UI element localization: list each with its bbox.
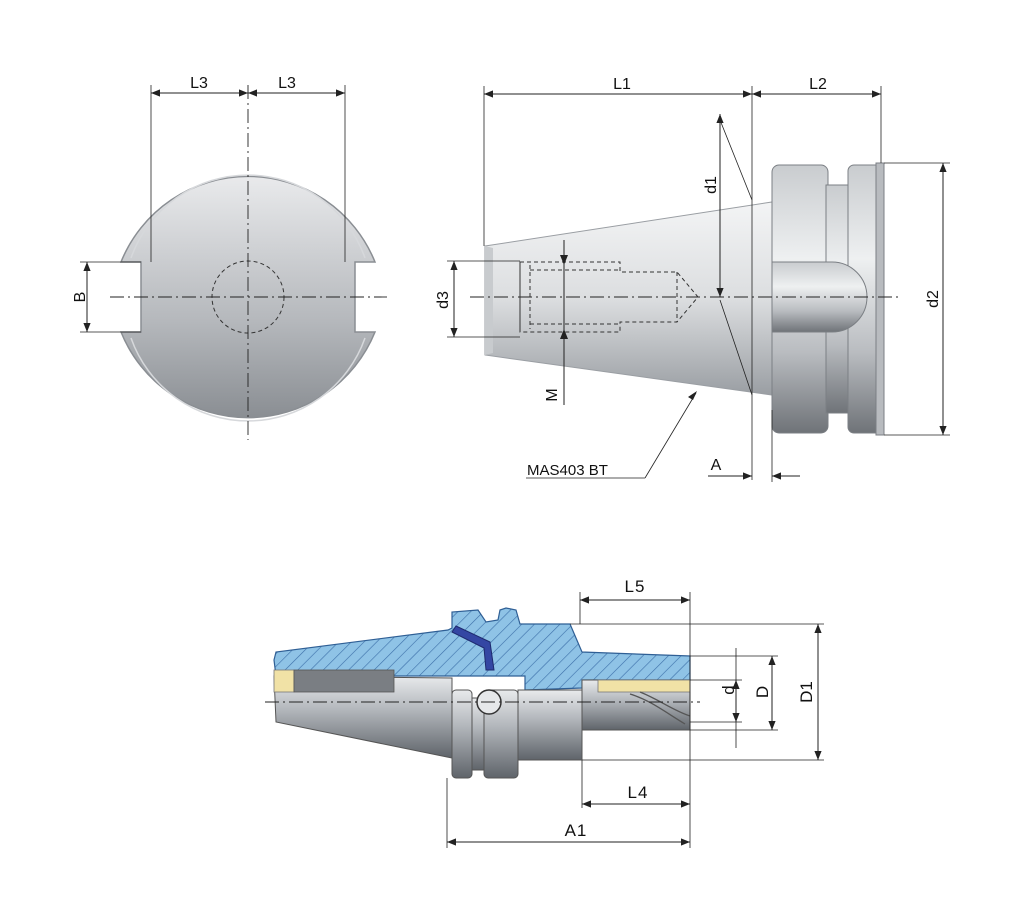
section-flange-a [451, 689, 473, 779]
side-flange-face [875, 162, 885, 436]
label-standard: MAS403 BT [527, 462, 608, 479]
label-a: A [711, 457, 722, 474]
leader-standard-arrow [688, 391, 697, 400]
label-l5: L5 [625, 577, 646, 596]
side-taper-cone [484, 201, 773, 396]
label-l1: L1 [613, 76, 631, 93]
side-taper-lip [485, 246, 493, 355]
label-a1: A1 [565, 821, 588, 840]
label-l3-right: L3 [278, 75, 296, 92]
arrow-m-bottom [560, 329, 568, 339]
label-d3: d3 [435, 291, 452, 309]
label-big-d: D [753, 686, 772, 698]
section-view: L5 L4 A1 d D D1 [265, 577, 824, 848]
arrow-m-top [560, 255, 568, 265]
section-insert-left [273, 669, 295, 693]
label-d1: d1 [703, 176, 720, 194]
leader-standard [644, 392, 697, 479]
label-m: M [544, 388, 561, 401]
d1-construction-lower [719, 299, 753, 396]
section-collet-insert [597, 679, 691, 693]
d1-construction-upper [719, 119, 753, 201]
section-hatched-body [273, 607, 691, 691]
label-l2: L2 [809, 76, 827, 93]
section-spiral-flute [629, 691, 691, 725]
label-d-small: d [719, 685, 738, 694]
section-thread-body [293, 669, 395, 693]
front-view: L3 L3 B [72, 75, 387, 440]
label-l4: L4 [628, 783, 649, 802]
side-view: d1 L1 L2 d2 d3 M A MAS403 BT [435, 76, 950, 482]
section-nose [517, 689, 583, 761]
label-big-d1: D1 [797, 681, 816, 703]
label-l3-left: L3 [190, 75, 208, 92]
label-b: B [72, 292, 89, 303]
label-d2: d2 [925, 290, 942, 308]
side-hidden-bore [519, 261, 699, 333]
section-coolant-pin [451, 625, 495, 671]
